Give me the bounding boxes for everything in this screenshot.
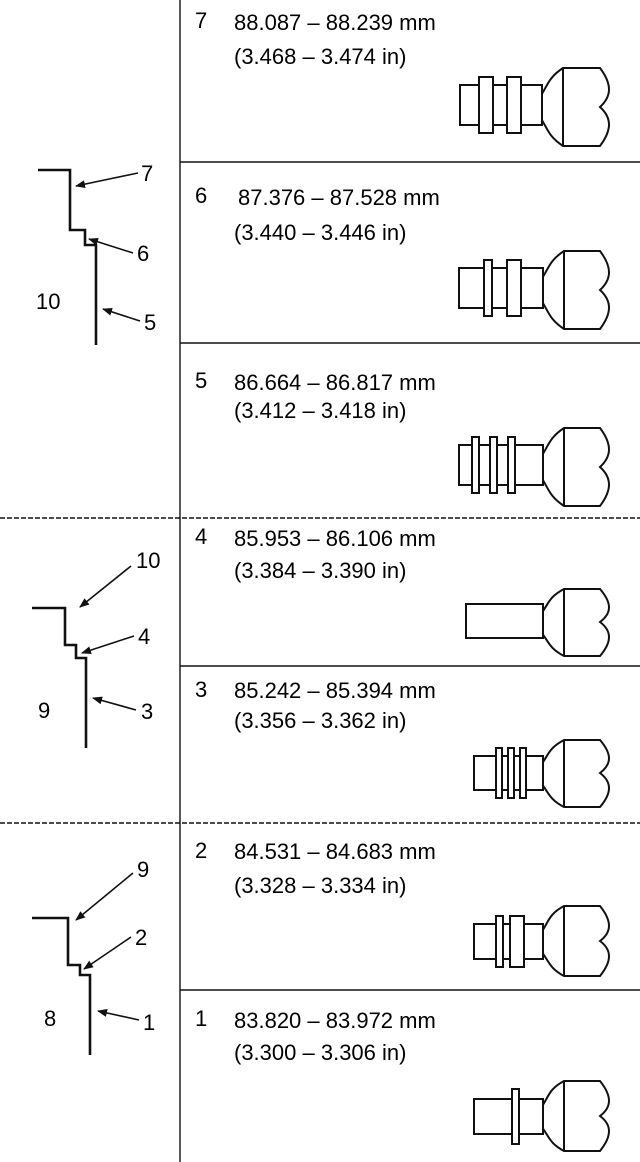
step-inch: (3.412 – 3.418 in) — [234, 398, 406, 423]
group-label: 10 — [36, 289, 60, 314]
step-inch: (3.328 – 3.334 in) — [234, 873, 406, 898]
arrow-middle — [88, 237, 134, 254]
step-inch: (3.356 – 3.362 in) — [234, 708, 406, 733]
profile-outline — [32, 606, 88, 748]
profile-outline — [38, 168, 98, 345]
step-mm: 83.820 – 83.972 mm — [234, 1008, 436, 1033]
step-inch: (3.300 – 3.306 in) — [234, 1040, 406, 1065]
step-number: 6 — [195, 183, 207, 208]
step-row: 3 85.242 – 85.394 mm (3.356 – 3.362 in) — [195, 677, 436, 733]
step-row: 6 87.376 – 87.528 mm (3.440 – 3.446 in) — [195, 183, 440, 245]
arrow-upper — [75, 872, 134, 921]
label-lower: 1 — [143, 1010, 155, 1035]
group-label: 9 — [38, 698, 50, 723]
step-mm: 84.531 – 84.683 mm — [234, 839, 436, 864]
journal-sketch — [473, 1080, 610, 1152]
step-row: 2 84.531 – 84.683 mm (3.328 – 3.334 in) — [195, 838, 436, 898]
journal-sketch — [473, 739, 610, 808]
step-mm: 85.242 – 85.394 mm — [234, 678, 436, 703]
label-upper: 10 — [136, 548, 160, 573]
profile-outline — [32, 916, 92, 1055]
step-row: 7 88.087 – 88.239 mm (3.468 – 3.474 in) — [195, 8, 436, 69]
step-mm: 86.664 – 86.817 mm — [234, 370, 436, 395]
step-mm: 85.953 – 86.106 mm — [234, 526, 436, 551]
step-number: 5 — [195, 368, 207, 393]
journal-sketch — [458, 250, 610, 330]
journal-sketch — [458, 427, 610, 507]
label-middle: 6 — [137, 241, 149, 266]
journal-sketch — [473, 905, 610, 977]
step-number: 7 — [195, 8, 207, 33]
step-profile: 9 2 1 8 — [32, 857, 155, 1055]
step-number: 1 — [195, 1006, 207, 1031]
arrow-lower — [97, 1009, 140, 1021]
step-inch: (3.440 – 3.446 in) — [234, 220, 406, 245]
label-lower: 5 — [144, 310, 156, 335]
arrow-middle — [83, 936, 132, 970]
label-middle: 2 — [135, 925, 147, 950]
step-mm: 88.087 – 88.239 mm — [234, 10, 436, 35]
group-label: 8 — [44, 1006, 56, 1031]
journal-sketch — [465, 588, 610, 657]
step-mm: 87.376 – 87.528 mm — [238, 185, 440, 210]
step-inch: (3.468 – 3.474 in) — [234, 44, 406, 69]
step-number: 4 — [195, 524, 207, 549]
journal-sketch — [459, 67, 610, 147]
label-middle: 4 — [138, 624, 150, 649]
step-profile: 10 4 3 9 — [32, 548, 160, 748]
label-upper: 7 — [141, 161, 153, 186]
label-lower: 3 — [141, 699, 153, 724]
arrow-upper — [79, 565, 132, 608]
arrow-lower — [102, 307, 141, 322]
step-row: 5 86.664 – 86.817 mm (3.412 – 3.418 in) — [195, 368, 436, 423]
step-number: 2 — [195, 838, 207, 863]
arrow-lower — [92, 696, 137, 711]
step-profile: 7 6 5 10 — [36, 161, 156, 345]
step-row: 1 83.820 – 83.972 mm (3.300 – 3.306 in) — [195, 1006, 436, 1065]
step-inch: (3.384 – 3.390 in) — [234, 558, 406, 583]
arrow-middle — [81, 635, 135, 655]
label-upper: 9 — [137, 857, 149, 882]
step-row: 4 85.953 – 86.106 mm (3.384 – 3.390 in) — [195, 524, 436, 583]
arrow-upper — [75, 172, 139, 189]
step-number: 3 — [195, 677, 207, 702]
